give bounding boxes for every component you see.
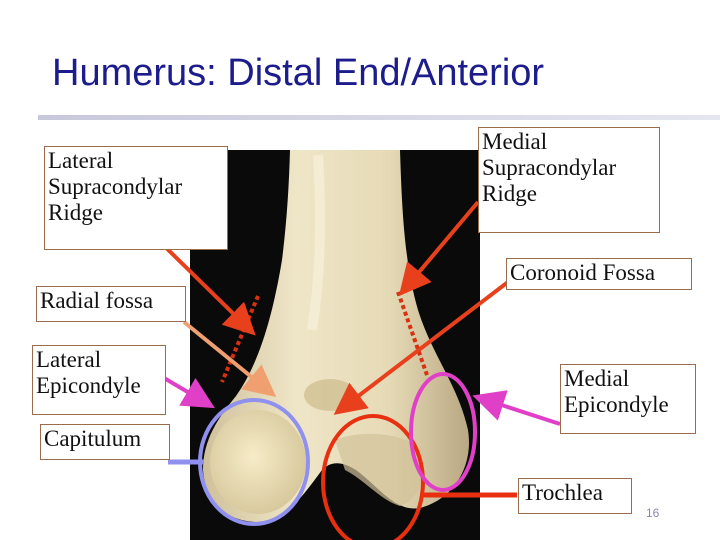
page-number: 16	[646, 506, 660, 520]
label-medial-supracondylar-ridge: Medial Supracondylar Ridge	[478, 127, 660, 233]
medial-ridge-dashes	[396, 291, 430, 379]
coronoid-fossa-arrow	[333, 280, 510, 415]
label-lateral-epicondyle: Lateral Epicondyle	[32, 345, 166, 415]
label-lateral-supracondylar-ridge: Lateral Supracondylar Ridge	[44, 146, 228, 250]
trochlea-circle	[321, 414, 425, 540]
label-capitulum: Capitulum	[40, 424, 170, 460]
label-radial-fossa: Radial fossa	[36, 286, 186, 322]
title-underline	[38, 115, 720, 120]
lateral-ridge-arrow	[150, 232, 256, 336]
label-trochlea: Trochlea	[518, 478, 632, 514]
medial-epicondyle-circle	[409, 372, 477, 492]
label-medial-epicondyle: Medial Epicondyle	[560, 364, 696, 434]
medial-epicondyle-arrow	[472, 390, 561, 426]
trochlea-shading	[335, 433, 424, 506]
medial-ridge-arrow	[398, 200, 480, 297]
slide-title: Humerus: Distal End/Anterior	[52, 52, 545, 94]
lateral-epicondyle-arrow	[162, 376, 215, 409]
capitulum-bulge	[210, 410, 306, 514]
radial-fossa-arrow	[182, 320, 277, 398]
label-coronoid-fossa: Coronoid Fossa	[506, 258, 692, 290]
